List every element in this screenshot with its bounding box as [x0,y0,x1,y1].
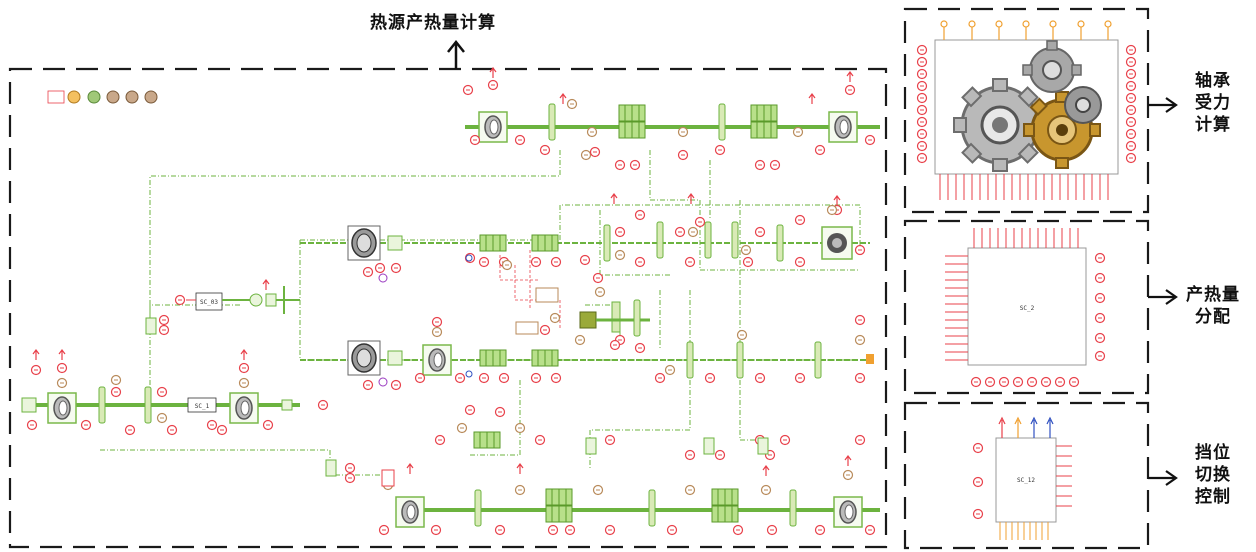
block-label-sc12: SC_12 [1017,477,1035,484]
label-line: 控制 [1186,486,1240,508]
label-line: 轴承 [1186,70,1240,92]
central-gears [516,274,650,350]
heat-distribution-label: 产热量 分配 [1180,284,1246,328]
gear-shift-block[interactable]: SC_12 [974,418,1073,540]
gear-shift-label: 挡位 切换 控制 [1186,442,1240,508]
block-label-sc1: SC_1 [195,403,210,410]
label-line: 产热量 [1180,284,1246,306]
label-line: 受力 [1186,92,1240,114]
label-line: 挡位 [1186,442,1240,464]
arrow-right-icon [1148,98,1176,485]
heat-distribution-block[interactable]: SC_2 [945,228,1105,387]
legend-icons [48,91,157,103]
heat-source-label: 热源产热量计算 [370,12,496,34]
input-submodel: SC_03 [146,280,300,335]
label-line: 计算 [1186,114,1240,136]
bearing-force-label: 轴承 受力 计算 [1186,70,1240,136]
label-line: 切换 [1186,464,1240,486]
middle-shaft-1 [300,194,870,282]
input-shaft: SC_1 [22,350,328,435]
output-shaft [326,406,880,535]
main-model-frame [10,69,886,547]
block-label-sc2: SC_2 [1020,305,1035,312]
transmission-model: SC_03 [22,68,880,535]
top-shaft [464,68,881,170]
arrow-up-icon [448,42,464,69]
block-label-sc03: SC_03 [200,299,218,306]
label-line: 分配 [1180,306,1246,328]
bearing-force-block[interactable] [918,21,1136,200]
